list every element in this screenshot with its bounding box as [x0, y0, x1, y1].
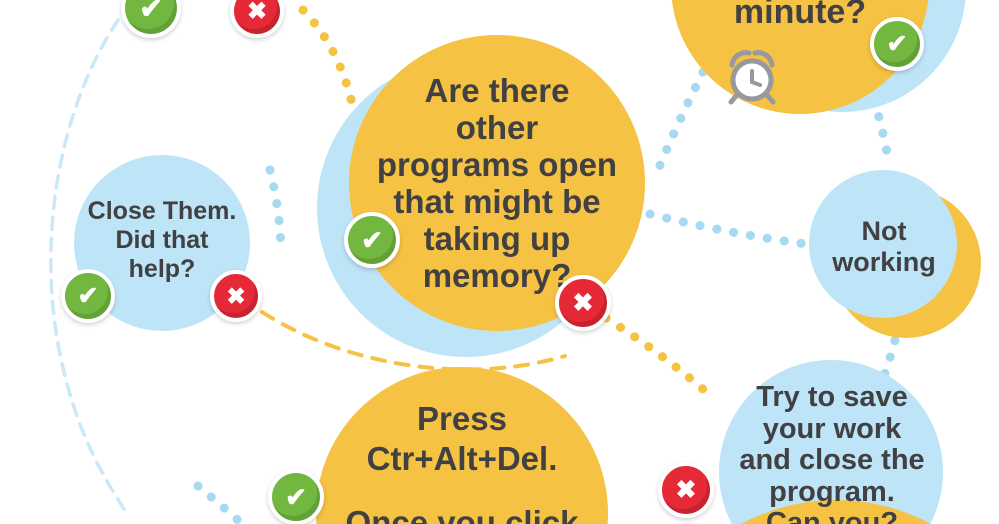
connector-left-dashed-curve	[49, 18, 128, 514]
x-icon: ✖	[226, 282, 246, 309]
ctrl-alt-del-yes-badge: ✔	[268, 469, 324, 524]
memory-line: other	[455, 109, 539, 146]
close-them-no-badge: ✖	[210, 270, 262, 322]
save-work-text: Try to save your work and close the prog…	[712, 381, 952, 524]
memory-line: taking up	[423, 220, 571, 257]
close-them-line: Close Them.	[87, 197, 237, 225]
ctrl-alt-del-line: Ctr+Alt+Del.	[366, 440, 558, 477]
check-icon: ✔	[139, 0, 163, 24]
close-them-line: help?	[128, 255, 196, 283]
not-working-node	[809, 170, 957, 318]
close-them-yes-badge: ✔	[61, 269, 115, 323]
ctrl-alt-del-line: Once you click	[345, 504, 579, 524]
save-work-line: Try to save	[756, 381, 908, 413]
not-working-text: Not working	[799, 216, 969, 278]
check-icon: ✔	[886, 30, 908, 58]
memory-line: that might be	[393, 183, 601, 220]
memory-line: Are there	[424, 72, 570, 109]
connector-minute-to-notworking	[869, 95, 893, 163]
not-working-line: working	[832, 247, 936, 277]
save-work-line: and close the	[739, 444, 925, 476]
close-them-text: Close Them. Did that help?	[62, 197, 262, 284]
check-icon: ✔	[77, 282, 99, 310]
check-icon: ✔	[285, 481, 307, 512]
connector-memory-to-notworking	[645, 209, 811, 249]
x-icon: ✖	[246, 0, 268, 25]
connector-topleft-to-memory	[298, 5, 358, 113]
not-working-line: Not	[861, 216, 907, 246]
memory-line: memory?	[422, 257, 572, 294]
wait-minute-yes-badge: ✔	[870, 17, 924, 71]
wait-minute-text: minute?	[680, 0, 920, 32]
memory-text: Are there other programs open that might…	[342, 72, 652, 294]
ctrl-alt-del-line: Press	[417, 400, 507, 437]
wait-minute-line: minute?	[733, 0, 867, 31]
ctrl-alt-del-text: Press Ctr+Alt+Del. Once you click	[327, 399, 597, 524]
x-icon: ✖	[675, 476, 697, 504]
alarm-clock-icon	[720, 44, 784, 108]
x-icon: ✖	[572, 289, 594, 317]
save-work-no-badge: ✖	[658, 462, 714, 518]
save-work-line: Can you?	[765, 507, 899, 524]
check-icon: ✔	[361, 224, 383, 255]
save-work-line: your work	[762, 412, 902, 445]
memory-line: programs open	[376, 146, 618, 183]
connector-closex-dashed-curve	[260, 310, 567, 372]
connector-bottomleft-dots	[193, 481, 245, 524]
connector-memoryx-to-save	[601, 313, 709, 395]
memory-no-badge: ✖	[555, 275, 611, 331]
close-them-line: Did that	[115, 226, 209, 254]
save-work-line: program.	[769, 475, 895, 508]
connector-close-to-memory	[265, 165, 286, 255]
memory-yes-badge: ✔	[344, 212, 400, 268]
connector-minute-to-memory	[653, 67, 708, 175]
